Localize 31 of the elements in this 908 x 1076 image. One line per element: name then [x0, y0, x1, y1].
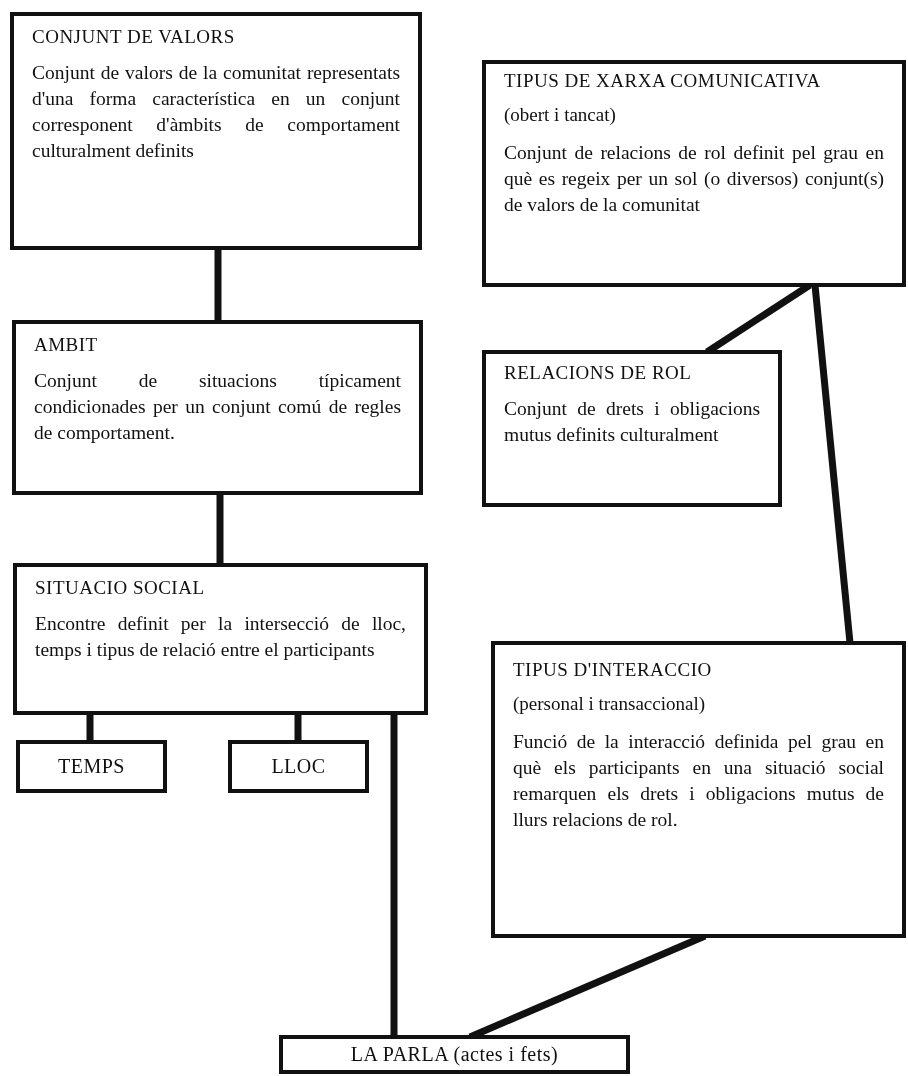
subheading: (personal i transaccional)	[513, 693, 707, 715]
box-heading: AMBIT	[34, 334, 99, 356]
connector-line	[86, 713, 94, 742]
connector-line	[216, 493, 224, 565]
box-label: LLOC	[271, 755, 326, 778]
box-heading: RELACIONS DE ROL	[504, 362, 693, 384]
definition-box	[482, 60, 906, 287]
label-box	[279, 1035, 630, 1074]
definition-box	[491, 641, 906, 938]
box-heading: SITUACIO SOCIAL	[35, 577, 206, 599]
description-text: Conjunt de situacions típicament condicionades per un conjunt comú de regles de comportament.	[34, 369, 401, 445]
description-text: Conjunt de valors de la comunitat representats d'una forma característica en un conjunt corresponent d'àmbits de comportament culturalment definits	[32, 61, 400, 163]
definition-box	[10, 12, 422, 250]
description-text: Conjunt de drets i obligacions mutus definits culturalment	[504, 397, 760, 447]
label-box	[228, 740, 369, 793]
box-label: TEMPS	[58, 755, 125, 778]
description-text: Funció de la interacció definida pel grau en què els participants en una situació social remarquen els drets i obligacions mutus de llurs relacions de rol.	[513, 730, 884, 832]
definition-box	[13, 563, 428, 715]
subheading: (obert i tancat)	[504, 104, 617, 126]
box-heading: TIPUS DE XARXA COMUNICATIVA	[504, 70, 822, 92]
connector-line	[294, 713, 302, 742]
box-label: LA PARLA (actes i fets)	[350, 1043, 559, 1066]
box-heading: TIPUS D'INTERACCIO	[513, 659, 713, 681]
connector-line	[214, 248, 222, 322]
connector-line	[390, 713, 398, 1037]
definition-box	[12, 320, 423, 495]
label-box	[16, 740, 167, 793]
description-text: Encontre definit per la intersecció de lloc, temps i tipus de relació entre el participants	[35, 612, 406, 662]
description-text: Conjunt de relacions de rol definit pel grau en què es regeix per un sol (o diversos) conjunt(s) de valors de la comunitat	[504, 141, 884, 217]
box-heading: CONJUNT DE VALORS	[32, 26, 236, 48]
definition-box	[482, 350, 782, 507]
